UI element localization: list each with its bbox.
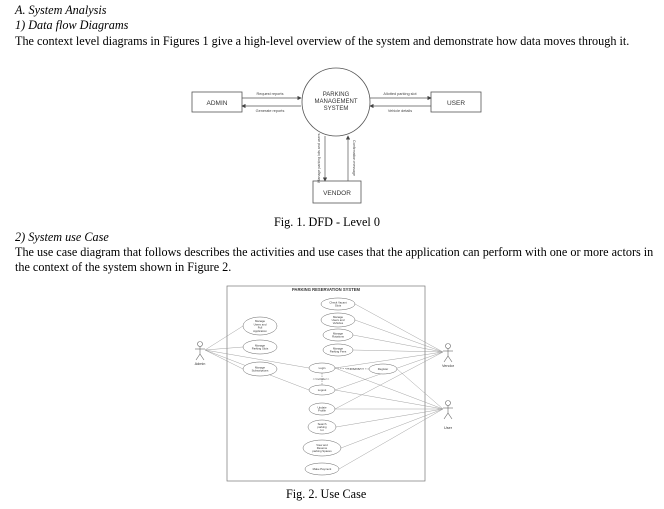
association-line [352,349,444,353]
association-line [204,325,244,351]
usecase-manage-parking-slots-label: Parking Slots [252,347,269,351]
usecase-login-label: Login [319,366,326,370]
usecase-search-parking-lot-label: lot [321,428,324,432]
usecase-make-payment: Make Payment [304,462,340,476]
extends-label: <<extends>> [346,367,364,371]
usecase-manage-parking-fees-label: Manage [333,346,344,350]
usecase-manage-users-vehicles-label: Manage [333,315,344,319]
flow-vehicle-details: Vehicle details [388,109,412,113]
flow-confirmation: Confirmation message [352,140,356,176]
usecase-manage-rotations-label: Rotations [332,335,344,339]
paragraph-usecase-line1: The use case diagram that follows descri… [15,245,654,259]
figure2-caption: Fig. 2. Use Case [286,487,367,501]
section-heading: A. System Analysis [15,3,107,17]
association-line [354,303,444,353]
usecase-manage-users-label: Users and [254,322,267,326]
association-line [340,408,444,449]
admin-label: ADMIN [207,100,228,107]
usecase-check-vacant-slots-label: Check Vacant [329,300,346,304]
association-line [335,408,444,428]
usecase-manage-users-label: Manage [255,319,266,323]
user-label: USER [447,100,465,107]
association-line [334,351,444,410]
flow-allotted-slot: Allotted parking slot [383,92,417,96]
extends-relation [334,367,370,370]
include-label: <<include>> [313,377,330,381]
vendor-label: VENDOR [323,190,351,197]
actor-user-label: User [444,426,453,430]
paragraph-usecase-line2: the context of the system shown in Figur… [15,260,232,274]
usecase-update-profile-label: Update [317,405,326,409]
association-line [204,349,310,369]
usecase-search-parking-lot-label: parking [317,425,327,429]
association-line [334,351,444,369]
usecase-login: Login [308,362,336,374]
system-process [301,67,371,137]
usecase-manage-parking-fees-label: Parking Fees [330,350,347,354]
usecase-manage-users-vehicles-label: Users and [332,318,345,322]
usecase-manage-subscriptions-label: Manage [255,365,266,369]
flow-generate-reports: Generate reports [256,109,285,113]
actor-vendor-label: Vendor [442,364,455,368]
association-line [204,349,244,370]
subsection-heading-dfd: 1) Data flow Diagrams [15,18,129,32]
usecase-manage-parking-slots-label: Manage [255,343,266,347]
dfd-level0-diagram: ADMIN USER PARKING MANAGEMENT SYSTEM VEN… [191,67,482,204]
system-boundary-title: PARKING RESERVATION SYSTEM [292,287,361,292]
usecase-view-reserve-parking-label: parking Spaces [312,449,332,453]
system-label-2: MANAGEMENT [314,99,357,105]
association-line [354,319,444,353]
usecase-update-profile-label: Profile [318,409,326,413]
paragraph-dfd: The context level diagrams in Figures 1 … [15,34,630,48]
usecase-manage-users-label: Application [253,329,267,333]
actor-admin-label: Admin [195,362,206,366]
flow-manage-lots: Manage parking lots and users [317,133,321,182]
usecase-view-reserve-parking-label: Reserve [317,446,328,450]
usecase-check-vacant-slots-label: Slots [335,304,342,308]
usecase-make-payment-label: Make Payment [313,467,332,471]
figure1-caption: Fig. 1. DFD - Level 0 [274,215,380,229]
system-label-3: SYSTEM [324,106,349,112]
association-line [352,334,444,353]
usecase-logout-label: Logout [318,388,327,392]
actor-user [443,400,453,420]
usecase-manage-users-label: Full [258,326,263,330]
usecase-search-parking-lot-label: Search [318,422,327,426]
association-line [334,367,444,410]
association-line [338,408,444,470]
admin-entity [191,91,243,113]
actor-vendor [443,343,453,363]
vendor-entity [312,180,362,204]
usecase-logout: Logout [308,384,336,396]
subsection-heading-usecase: 2) System use Case [15,230,109,244]
usecase-manage-users-vehicles-label: Vehicles [333,321,344,325]
association-line [334,389,444,410]
association-line [396,368,444,410]
usecase-manage-subscriptions-label: Subscriptions [252,369,269,373]
usecase-manage-rotations-label: Manage [333,331,344,335]
flow-request-reports: Request reports [256,92,283,96]
actor-admin [195,341,205,361]
usecase-register-label: Register [378,367,388,371]
usecase-register: Register [368,363,398,375]
system-label-1: PARKING [323,92,350,98]
association-line [204,346,244,351]
user-entity [430,91,482,113]
usecase-view-reserve-parking-label: View and [316,443,328,447]
